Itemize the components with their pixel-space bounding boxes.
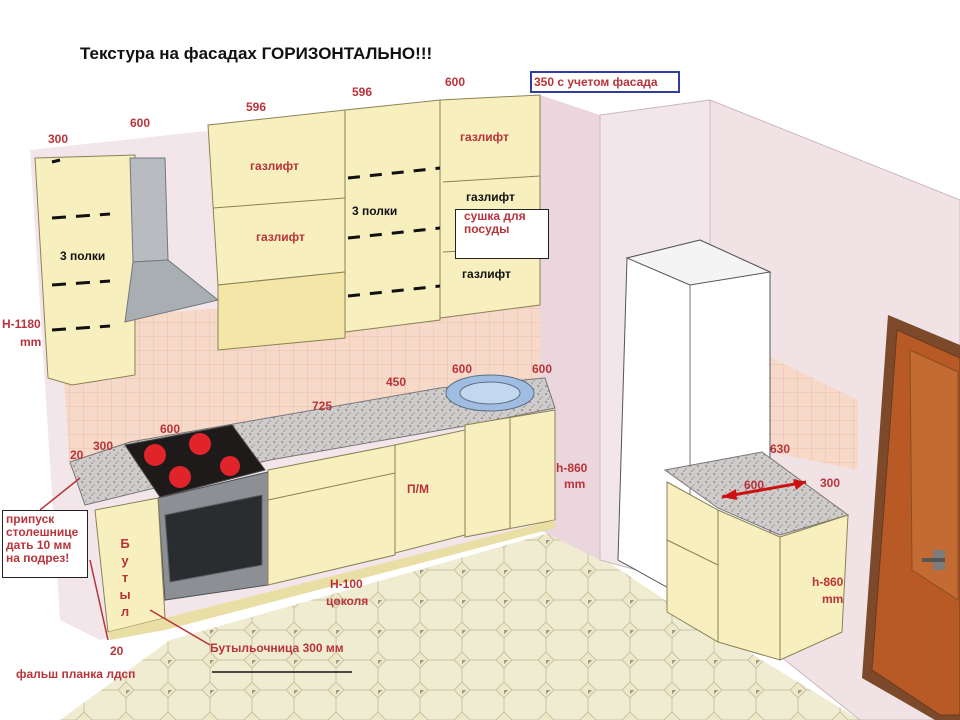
label-gaslift-5: газлифт xyxy=(462,267,511,281)
dim-600-corner: 600 xyxy=(744,478,765,492)
label-dish-dryer: сушка для посуды xyxy=(455,209,549,259)
upper-middle-cabinet xyxy=(344,99,441,333)
label-3-shelves-left: 3 полки xyxy=(60,249,106,263)
dim-350-facade: 350 с учетом фасада xyxy=(534,75,658,89)
dim-600-top-b: 600 xyxy=(445,75,466,89)
dishwasher-cabinet xyxy=(394,429,466,554)
dim-596-b: 596 xyxy=(352,85,373,99)
upper-gaslift-cabinet xyxy=(207,109,346,286)
dim-300-top: 300 xyxy=(48,132,69,146)
dim-h860-right: h-860 xyxy=(812,575,844,589)
shelf-markers xyxy=(51,158,441,332)
open-shelf xyxy=(217,271,346,351)
dim-plinth: цоколя xyxy=(326,594,369,608)
hob xyxy=(124,424,266,498)
false-panel-pointer xyxy=(89,559,109,641)
label-dishwasher: П/М xyxy=(407,482,429,496)
backsplash-right xyxy=(760,352,858,470)
corner-cabinet-right xyxy=(779,514,849,661)
dim-600-right: 600 xyxy=(532,362,553,376)
corner-countertop xyxy=(663,451,850,536)
page-title: Текстура на фасадах ГОРИЗОНТАЛЬНО!!! xyxy=(80,44,433,63)
dim-725: 725 xyxy=(312,399,333,413)
plinth xyxy=(108,520,555,640)
label-gaslift-4: газлифт xyxy=(466,190,515,204)
bottle-holder-pointer xyxy=(149,609,211,646)
dim-20-bottom: 20 xyxy=(110,644,124,658)
dim-450: 450 xyxy=(386,375,407,389)
corner-cabinet-middle xyxy=(717,509,781,661)
note-countertop-allowance: припуск столешнице дать 10 мм на подрез! xyxy=(2,510,88,578)
upper-left-cabinet xyxy=(34,154,136,386)
upper-right-cabinet xyxy=(439,94,541,319)
dim-630: 630 xyxy=(770,442,791,456)
dim-h100: H-100 xyxy=(330,577,363,591)
dim-mm-mid: mm xyxy=(564,477,586,491)
dim-mm-right: mm xyxy=(822,592,844,606)
label-bottle-holder-300: Бутыльочница 300 мм xyxy=(210,641,344,655)
dim-600-top-a: 600 xyxy=(130,116,151,130)
dim-600-sink: 600 xyxy=(452,362,473,376)
dim-300-corner: 300 xyxy=(820,476,841,490)
dim-h860-mid: h-860 xyxy=(556,461,588,475)
dim-600-hob: 600 xyxy=(160,422,181,436)
dim-300-bottom: 300 xyxy=(93,439,114,453)
dim-20-top: 20 xyxy=(70,448,84,462)
hood-chimney xyxy=(129,157,169,263)
label-gaslift-3: газлифт xyxy=(460,130,509,144)
label-gaslift-2: газлифт xyxy=(256,230,305,244)
backsplash xyxy=(60,285,540,470)
label-false-panel: фальш планка лдсп xyxy=(16,667,136,681)
facade-depth-box xyxy=(530,71,680,93)
dim-h1180: H-1180 xyxy=(2,317,41,331)
label-gaslift-1: газлифт xyxy=(250,159,299,173)
dim-mm-left: mm xyxy=(20,335,42,349)
dim-596-a: 596 xyxy=(246,100,267,114)
label-3-shelves-mid: 3 полки xyxy=(352,204,398,218)
countertop-pointer xyxy=(39,477,81,511)
